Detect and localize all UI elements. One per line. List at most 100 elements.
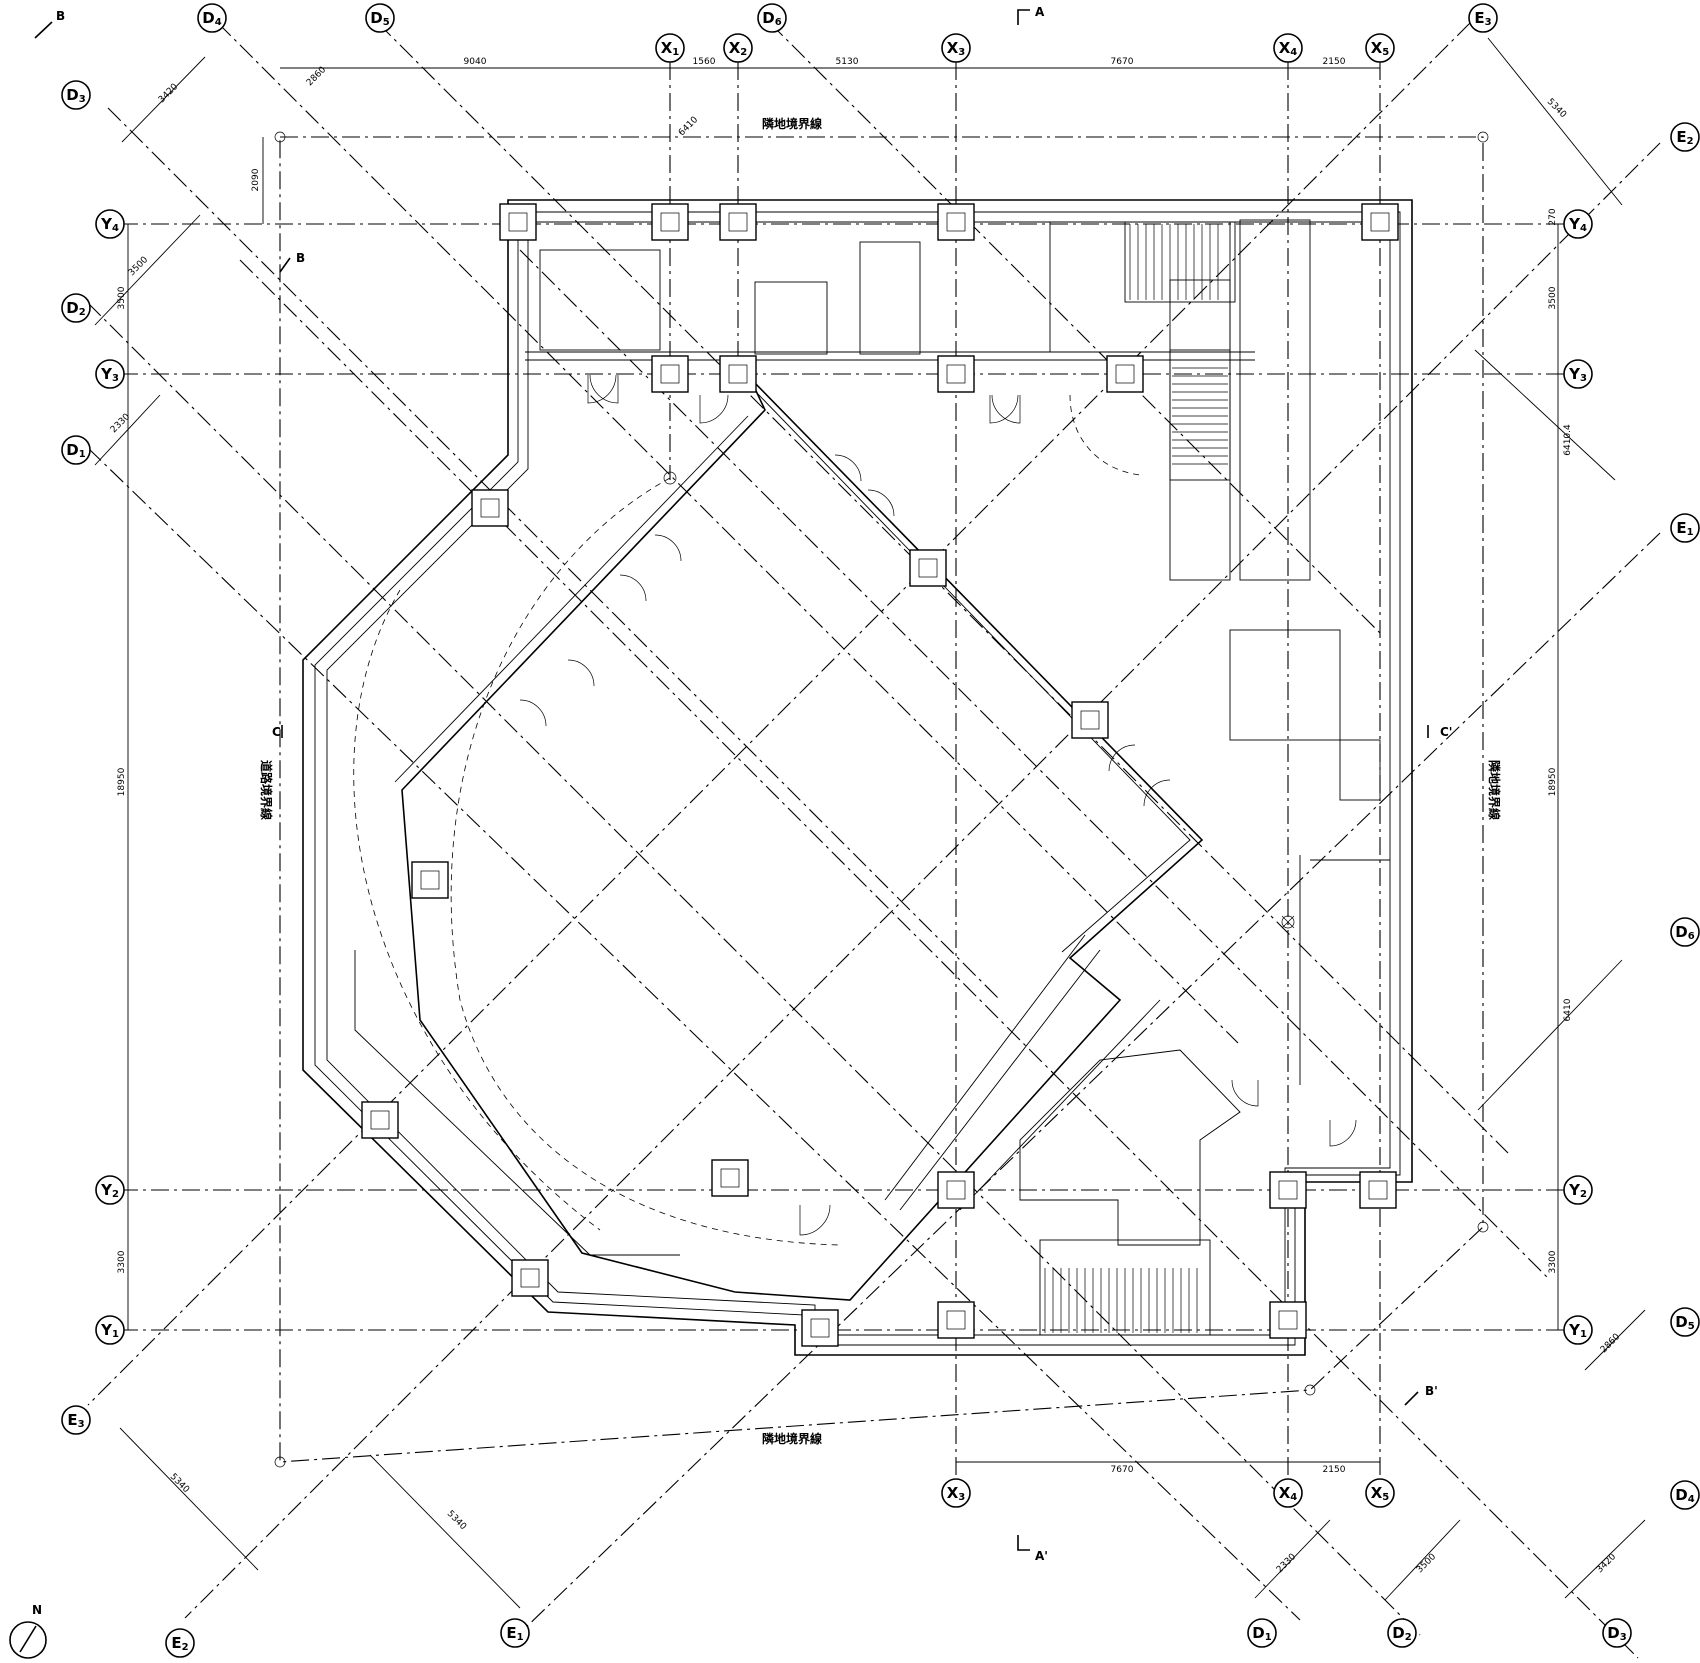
grid-bubble-label: Y2: [100, 1181, 119, 1200]
dim-lr-2330: 2330: [1275, 1552, 1298, 1575]
dim-ll-5340b: 5340: [445, 1509, 468, 1532]
stair-top: [1124, 221, 1236, 481]
door-swing: [589, 374, 619, 404]
column: [937, 355, 975, 393]
column: [719, 203, 757, 241]
grid-bubble-e2: E2: [165, 1628, 195, 1658]
grid-bubble-label: X5: [1371, 39, 1390, 58]
dim-right-18950: 18950: [1548, 767, 1558, 796]
section-mark-a-bottom: A': [1035, 1549, 1048, 1563]
orthogonal-grid-lines: [120, 62, 1575, 1475]
grid-bubble-label: D2: [66, 299, 85, 318]
dashed-curves: [353, 394, 1295, 1246]
stair-bottom: [1039, 1239, 1211, 1336]
column: [1361, 203, 1399, 241]
grid-bubble-label: E1: [1676, 519, 1693, 538]
grid-bubble-label: Y2: [1568, 1181, 1587, 1200]
section-marks: A A' B B B' C C': [34, 5, 1452, 1563]
dim-left-2090: 2090: [251, 168, 261, 191]
dim-top-9040: 9040: [464, 57, 487, 67]
property-boundary: [274, 131, 1489, 1468]
dim-bot-7670: 7670: [1111, 1465, 1134, 1475]
grid-bubble-label: D3: [66, 86, 85, 105]
grid-bubble-label: E1: [506, 1624, 523, 1643]
column: [937, 1171, 975, 1209]
dim-top-7670: 7670: [1111, 57, 1134, 67]
dim-top-1560: 1560: [693, 57, 716, 67]
dim-top-5130: 5130: [836, 57, 859, 67]
dim-left-3500: 3500: [117, 286, 127, 309]
grid-bubble-d2: D2: [61, 293, 91, 323]
grid-bubble-d4: D4: [197, 3, 227, 33]
grid-bubble-label: X3: [947, 39, 966, 58]
grid-bubble-label: D6: [762, 9, 781, 28]
grid-bubble-x3: X3: [941, 33, 971, 63]
grid-bubble-y4: Y4: [95, 209, 125, 239]
grid-bubble-label: D1: [66, 441, 85, 460]
column: [361, 1101, 399, 1139]
dim-top-2150: 2150: [1323, 57, 1346, 67]
dim-right-3300: 3300: [1548, 1250, 1558, 1273]
column: [719, 355, 757, 393]
grid-bubble-label: X2: [729, 39, 748, 58]
grid-bubble-label: Y1: [1568, 1321, 1587, 1340]
door-swing: [1108, 744, 1136, 772]
grid-bubble-e2: E2: [1670, 122, 1700, 152]
boundary-label-right: 隣地境界線: [1487, 760, 1502, 820]
grid-bubble-y1: Y1: [95, 1315, 125, 1345]
grid-bubble-label: Y4: [100, 215, 119, 234]
column: [1269, 1301, 1307, 1339]
column: [937, 1301, 975, 1339]
door-swing: [1231, 1079, 1259, 1107]
grid-bubble-x4: X4: [1273, 33, 1303, 63]
grid-bubble-d6: D6: [757, 3, 787, 33]
column: [1106, 355, 1144, 393]
north-arrow: N: [9, 1603, 47, 1659]
dim-right-3500: 3500: [1548, 286, 1558, 309]
grid-bubble-label: D1: [1252, 1624, 1271, 1643]
grid-bubble-label: X4: [1279, 39, 1298, 58]
dim-ul-2330: 2330: [109, 412, 132, 435]
grid-bubble-d5: D5: [1670, 1307, 1700, 1337]
grid-bubble-label: Y3: [1568, 365, 1587, 384]
column: [1269, 1171, 1307, 1209]
grid-bubble-label: Y1: [100, 1321, 119, 1340]
section-mark-c-prime: C': [1440, 725, 1452, 739]
diagonal-grid-lines: [87, 22, 1661, 1659]
grid-bubble-d3: D3: [1602, 1618, 1632, 1648]
dim-ll-5340: 5340: [168, 1472, 191, 1495]
grid-bubble-label: X5: [1371, 1484, 1390, 1503]
grid-bubble-label: E2: [171, 1634, 188, 1653]
grid-bubble-e3: E3: [1468, 3, 1498, 33]
grid-bubble-x5: X5: [1365, 1478, 1395, 1508]
section-mark-b-bottom: B': [1425, 1384, 1438, 1398]
stair-treads: [1044, 224, 1228, 1333]
grid-bubble-label: D6: [1675, 923, 1694, 942]
grid-bubble-label: D5: [370, 9, 389, 28]
grid-bubble-label: E3: [1474, 9, 1491, 28]
column: [711, 1159, 749, 1197]
door-swing: [699, 394, 729, 424]
column: [471, 489, 509, 527]
column: [511, 1259, 549, 1297]
dim-ur-5340: 5340: [1545, 97, 1568, 120]
grid-bubble-y2: Y2: [1563, 1175, 1593, 1205]
door-swings: [519, 374, 1357, 1236]
grid-bubble-y1: Y1: [1563, 1315, 1593, 1345]
grid-bubble-label: Y4: [1568, 215, 1587, 234]
grid-bubble-label: E3: [67, 1411, 84, 1430]
grid-bubble-d3: D3: [61, 80, 91, 110]
door-swing: [1143, 779, 1171, 807]
grid-bubble-e1: E1: [500, 1618, 530, 1648]
dim-left-18950: 18950: [117, 767, 127, 796]
dim-lr-3420: 3420: [1595, 1552, 1618, 1575]
grid-bubble-d5: D5: [365, 3, 395, 33]
door-swing: [867, 489, 895, 517]
door-swing: [991, 394, 1021, 424]
column: [801, 1309, 839, 1347]
dim-ur-2860: 2860: [1599, 1332, 1622, 1355]
grid-bubble-e3: E3: [61, 1405, 91, 1435]
section-mark-a-top: A: [1035, 5, 1045, 19]
